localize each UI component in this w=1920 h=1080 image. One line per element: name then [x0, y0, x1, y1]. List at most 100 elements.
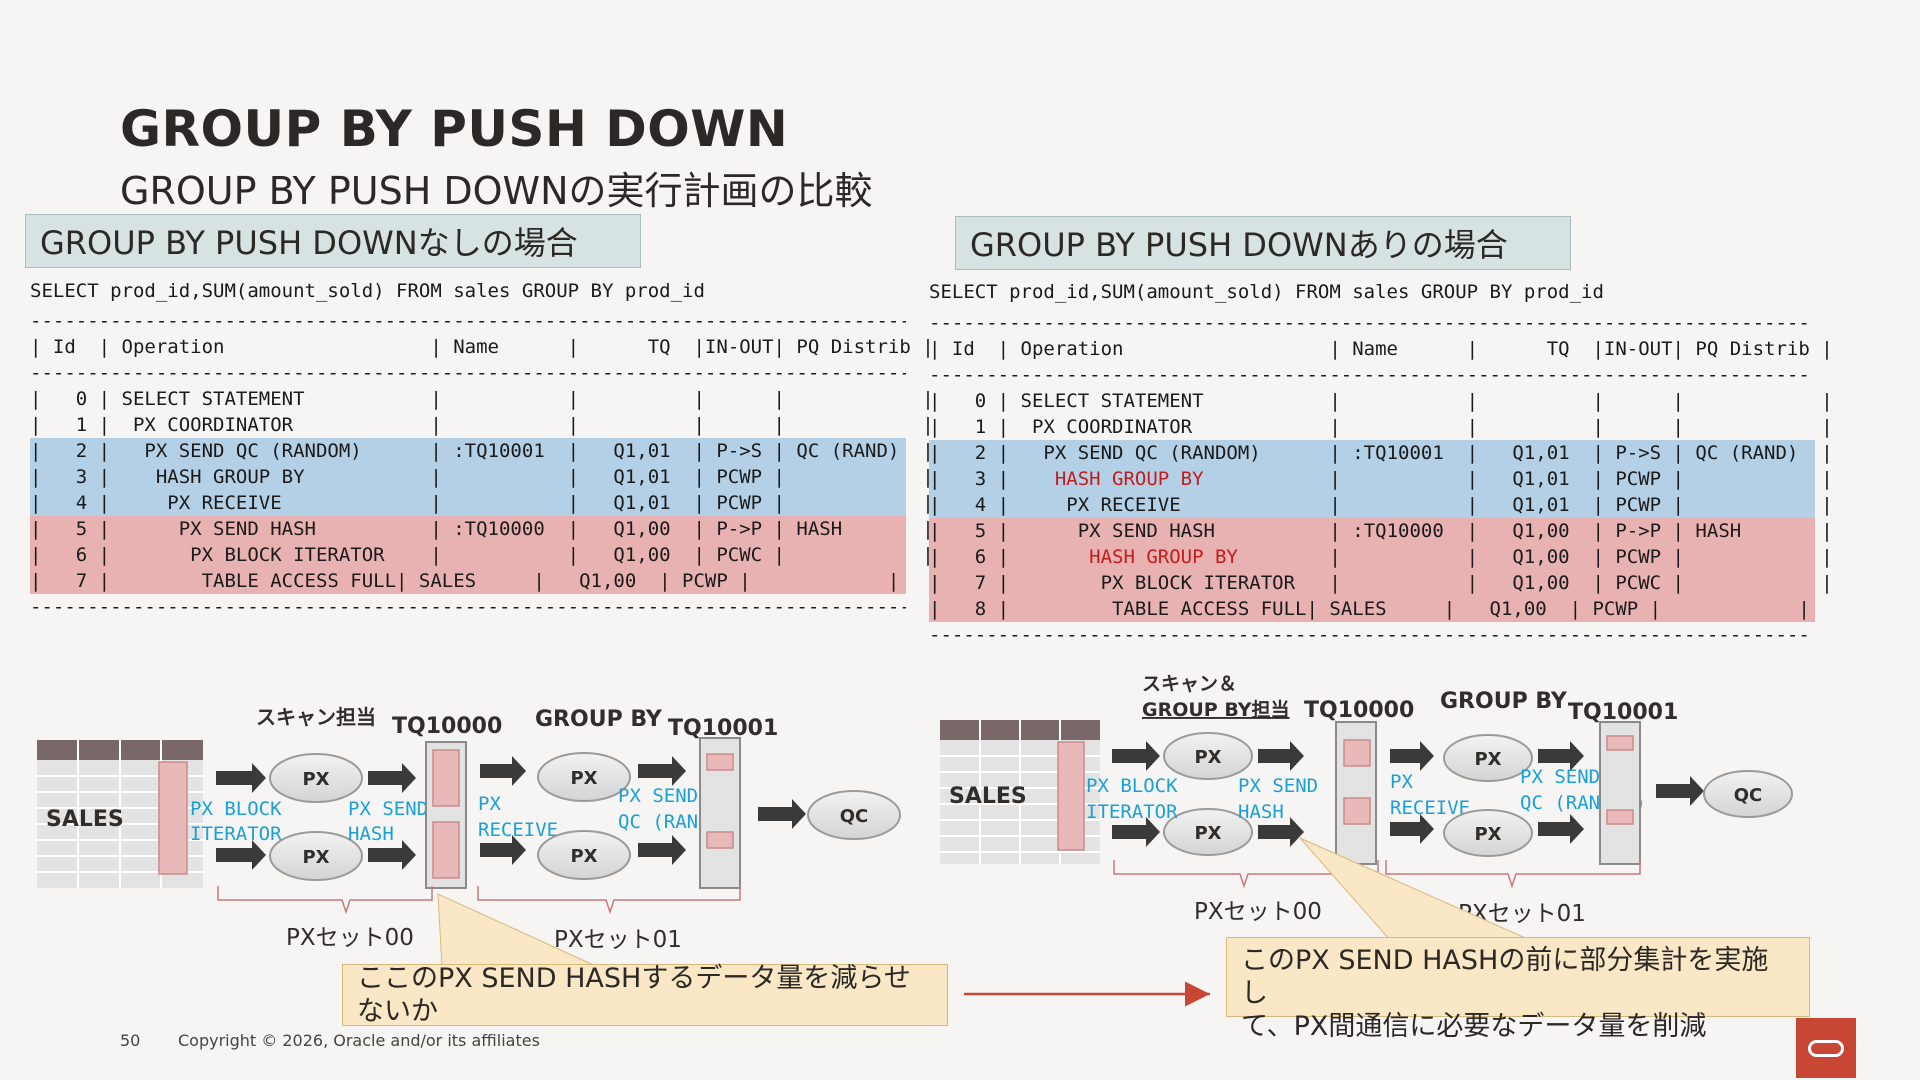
plan-row: | 7 | TABLE ACCESS FULL| SALES | Q1,00 |… [30, 568, 906, 594]
px-block-label: PX BLOCK [190, 798, 282, 820]
sales-table-icon [940, 720, 1100, 864]
plan-divider: ----------------------------------------… [929, 624, 1810, 646]
plan-row-id: | 4 | [929, 494, 1067, 516]
left-case-header: GROUP BY PUSH DOWNなしの場合 [25, 214, 641, 268]
oracle-logo-icon [1796, 1018, 1856, 1078]
plan-row-rest: | | | | | [1192, 416, 1833, 438]
px-block-label: ITERATOR [1086, 801, 1178, 823]
px-process-node [537, 830, 631, 880]
px-send-qc-label: PX SEND [1520, 766, 1600, 788]
pxset01-brace [1385, 860, 1641, 889]
plan-row: | 7 | PX BLOCK ITERATOR | | Q1,00 | PCWC… [929, 570, 1833, 596]
px-label: PX [302, 847, 329, 868]
qc-node [807, 790, 901, 840]
right-diagram: SALES スキャン＆ GROUP BY担当 PX PX PX BLOCK IT… [940, 673, 1793, 927]
plan-row: | 6 | PX BLOCK ITERATOR | | Q1,00 | PCWC… [30, 542, 934, 568]
groupby-label: GROUP BY [1440, 689, 1568, 714]
px-process-node [1443, 809, 1533, 857]
plan-row-rest: | :TQ10000 | Q1,00 | P->P | HASH | [1215, 520, 1833, 542]
callout-left: ここのPX SEND HASHするデータ量を減らせないか [342, 963, 948, 1027]
px-label: PX [570, 768, 597, 789]
px-block-label: ITERATOR [190, 823, 282, 845]
pxset00-label: PXセット00 [1194, 899, 1322, 925]
plan-row-id: | 8 | [929, 598, 1113, 620]
arrow-icon [758, 799, 806, 829]
px-process-node [269, 753, 363, 803]
plan-row-id: | 7 | [929, 572, 1101, 594]
arrow-icon [1258, 817, 1304, 847]
arrow-icon [638, 835, 686, 865]
tq10001-label: TQ10001 [1568, 700, 1678, 725]
plan-row-operation: PX SEND QC (RANDOM) [1043, 442, 1261, 464]
plan-row-rest: | | Q1,01 | PCWP | | [1203, 468, 1833, 490]
px-send-label: PX SEND [348, 798, 428, 820]
tq10001-label: TQ10001 [668, 716, 778, 741]
plan-divider: ----------------------------------------… [30, 362, 906, 384]
px-label: PX [1194, 823, 1221, 844]
px-process-node [537, 752, 631, 802]
plan-row-operation: SELECT STATEMENT [1020, 390, 1204, 412]
arrow-icon [1390, 741, 1434, 771]
px-receive-label: RECEIVE [1390, 797, 1470, 819]
px-label: PX [302, 769, 329, 790]
qc-node [1703, 770, 1793, 818]
arrow-icon [1390, 814, 1434, 844]
page-number: 50 [120, 1031, 141, 1050]
px-receive-label: PX [478, 793, 501, 815]
plan-row: | 8 | TABLE ACCESS FULL| SALES | Q1,00 |… [929, 596, 1815, 622]
arrow-icon [216, 840, 266, 870]
plan-row: | 1 | PX COORDINATOR | | | | | [929, 414, 1833, 440]
arrow-icon [1538, 814, 1584, 844]
tq10000-label: TQ10000 [392, 714, 502, 739]
px-process-node [269, 831, 363, 881]
px-process-node [1163, 732, 1253, 780]
plan-row-rest: | | Q1,00 | PCWC | | [1295, 572, 1833, 594]
callout-right: このPX SEND HASHの前に部分集計を実施し て、PX間通信に必要なデータ… [1226, 937, 1810, 1042]
plan-row-operation: HASH GROUP BY [1054, 468, 1204, 490]
plan-row-id: | 6 | [929, 546, 1090, 568]
pxset00-brace [217, 886, 433, 915]
plan-row-id: | 0 | [929, 390, 1021, 412]
plan-row-operation: PX SEND HASH [1077, 520, 1215, 542]
plan-header-row: | Id | Operation | Name | TQ |IN-OUT| PQ… [30, 336, 934, 358]
sales-label: SALES [46, 807, 124, 832]
plan-row: | 4 | PX RECEIVE | | Q1,01 | PCWP | | [30, 490, 934, 516]
groupby-label: GROUP BY [535, 707, 663, 732]
plan-row-rest: | SALES | Q1,00 | PCWP | | [1306, 598, 1810, 620]
px-label: PX [1474, 824, 1501, 845]
plan-row-id: | 1 | [929, 416, 1032, 438]
px-receive-label: PX [1390, 771, 1413, 793]
px-label: PX [1474, 749, 1501, 770]
arrow-icon [1112, 741, 1160, 771]
pxset01-brace [477, 886, 741, 915]
scan-label: スキャン担当 [256, 705, 376, 729]
sales-table-icon [37, 740, 203, 888]
plan-row: | 6 | HASH GROUP BY | | Q1,00 | PCWP | | [929, 544, 1833, 570]
plan-row-operation: TABLE ACCESS FULL [1112, 598, 1307, 620]
right-plan-table: ----------------------------------------… [929, 310, 1833, 648]
left-plan-table: ----------------------------------------… [30, 308, 934, 620]
plan-row-operation: PX RECEIVE [1066, 494, 1181, 516]
plan-row-id: | 2 | [929, 442, 1044, 464]
left-diagram: SALES スキャン担当 PX PX PX BLOCK ITERATOR PX … [37, 705, 901, 953]
scan-label: スキャン＆ [1142, 673, 1237, 695]
plan-row-rest: | | Q1,00 | PCWP | | [1237, 546, 1833, 568]
arrow-icon [480, 756, 526, 786]
arrow-icon [1656, 776, 1704, 806]
sales-label: SALES [949, 784, 1027, 809]
left-sql: SELECT prod_id,SUM(amount_sold) FROM sal… [30, 280, 705, 302]
plan-row: | 4 | PX RECEIVE | | Q1,01 | PCWP | | [929, 492, 1833, 518]
plan-row-rest: | | | | | [1203, 390, 1833, 412]
plan-row: | 5 | PX SEND HASH | :TQ10000 | Q1,00 | … [929, 518, 1833, 544]
arrow-icon [368, 763, 416, 793]
page-subtitle: GROUP BY PUSH DOWNの実行計画の比較 [120, 169, 873, 213]
scan-label: GROUP BY担当 [1142, 698, 1290, 721]
plan-row-operation: HASH GROUP BY [1089, 546, 1238, 568]
px-process-node [1443, 734, 1533, 782]
right-sql: SELECT prod_id,SUM(amount_sold) FROM sal… [929, 281, 1604, 303]
qc-label: QC [1734, 785, 1763, 806]
plan-row: | 3 | HASH GROUP BY | | Q1,01 | PCWP | | [929, 466, 1833, 492]
callout-left-text: ここのPX SEND HASHするデータ量を減らせないか [357, 963, 911, 1027]
tq10000-label: TQ10000 [1304, 698, 1414, 723]
arrow-icon [480, 835, 526, 865]
